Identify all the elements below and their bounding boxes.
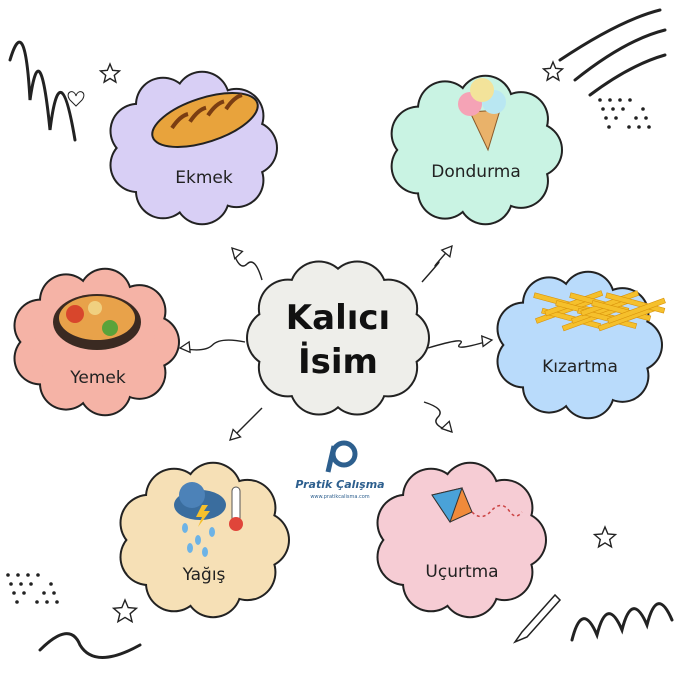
dots-decoration — [598, 98, 651, 129]
cloud-uçurtma — [376, 461, 547, 619]
scribble-decoration — [8, 40, 77, 142]
rain-cloud-icon — [174, 482, 243, 557]
star-decoration — [592, 525, 618, 549]
pencil-icon — [512, 593, 562, 644]
logo-url: www.pratikcalisma.com — [310, 494, 370, 500]
center-topic: Kalıcı İsim — [286, 296, 390, 384]
dots-decoration — [6, 573, 59, 604]
center-title-line1: Kalıcı — [285, 298, 391, 338]
cloud-dondurma — [390, 74, 563, 226]
arrow-to-yagis — [229, 407, 263, 441]
arrow-to-ucurtma — [423, 401, 453, 433]
ice-cream-icon — [458, 78, 506, 152]
star-decoration — [111, 598, 139, 624]
logo-name: Pratik Çalışma — [295, 478, 385, 491]
scribble-decoration — [570, 602, 674, 642]
arrow-to-dondurma — [421, 244, 453, 283]
fries-icon — [533, 290, 666, 332]
arrow-to-yemek — [178, 339, 246, 354]
heart-icon — [67, 91, 85, 107]
scribble-decoration — [38, 632, 142, 659]
arrow-to-kizartma — [427, 334, 494, 349]
node-label-dondurma: Dondurma — [431, 162, 521, 182]
center-cloud — [246, 260, 430, 416]
cloud-ekmek — [109, 70, 278, 226]
node-label-kizartma: Kızartma — [542, 357, 618, 377]
star-decoration — [98, 62, 122, 84]
center-title-line2: İsim — [298, 342, 378, 382]
kite-icon — [431, 487, 523, 524]
food-bowl-icon — [53, 294, 141, 350]
node-label-ekmek: Ekmek — [175, 168, 233, 188]
star-decoration — [541, 60, 565, 82]
bread-icon — [151, 92, 259, 148]
cloud-yağış — [119, 461, 290, 619]
node-label-ucurtma: Uçurtma — [425, 562, 499, 582]
arrow-to-ekmek — [231, 247, 263, 281]
pratik-calisma-logo — [325, 440, 358, 473]
node-label-yemek: Yemek — [70, 368, 126, 388]
node-label-yagis: Yağış — [182, 565, 226, 585]
scribble-decoration — [558, 8, 667, 97]
